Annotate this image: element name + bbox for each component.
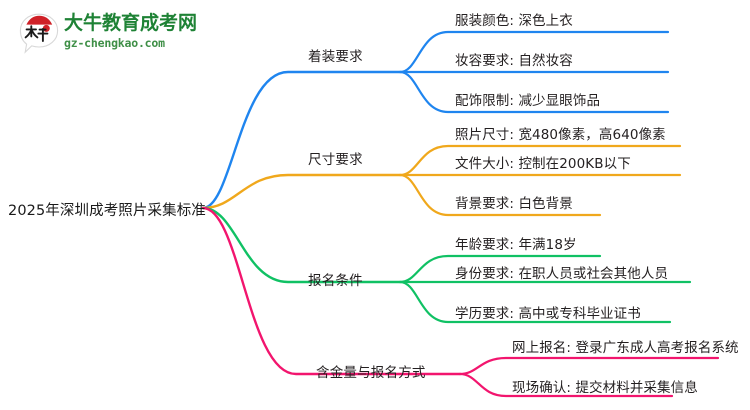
leaf-node-age[interactable]: 年龄要求: 年满18岁 [455, 237, 577, 253]
brand-name-cn: 大牛教育成考网 [64, 12, 198, 34]
daniu-logo-icon [16, 11, 62, 57]
leaf-node-makeup[interactable]: 妆容要求: 自然妆容 [455, 53, 573, 69]
branch-node-requirements[interactable]: 报名条件 [308, 273, 363, 289]
leaf-node-onsite-confirmation[interactable]: 现场确认: 提交材料并采集信息 [512, 380, 698, 396]
site-watermark-logo: 大牛教育成考网 gz-chengkao.com [12, 8, 198, 60]
leaf-node-clothing-color[interactable]: 服装颜色: 深色上衣 [455, 13, 573, 29]
branch-node-size[interactable]: 尺寸要求 [308, 152, 363, 168]
brand-url: gz-chengkao.com [64, 36, 165, 50]
branch-node-value-and-application[interactable]: 含金量与报名方式 [316, 365, 426, 381]
branch-1-wires [201, 30, 670, 210]
leaf-node-education[interactable]: 学历要求: 高中或专科毕业证书 [455, 306, 641, 322]
leaf-node-identity[interactable]: 身份要求: 在职人员或社会其他人员 [455, 266, 669, 282]
leaf-node-photo-dimensions[interactable]: 照片尺寸: 宽480像素，高640像素 [455, 127, 666, 143]
brand-text-block: 大牛教育成考网 gz-chengkao.com [64, 12, 198, 51]
root-node-label[interactable]: 2025年深圳成考照片采集标准 [8, 203, 206, 219]
leaf-node-accessories[interactable]: 配饰限制: 减少显眼饰品 [455, 93, 601, 109]
leaf-node-file-size[interactable]: 文件大小: 控制在200KB以下 [455, 156, 631, 172]
leaf-node-online-application[interactable]: 网上报名: 登录广东成人高考报名系统 [512, 340, 739, 356]
leaf-node-background[interactable]: 背景要求: 白色背景 [455, 196, 573, 212]
branch-node-dress[interactable]: 着装要求 [308, 49, 363, 65]
